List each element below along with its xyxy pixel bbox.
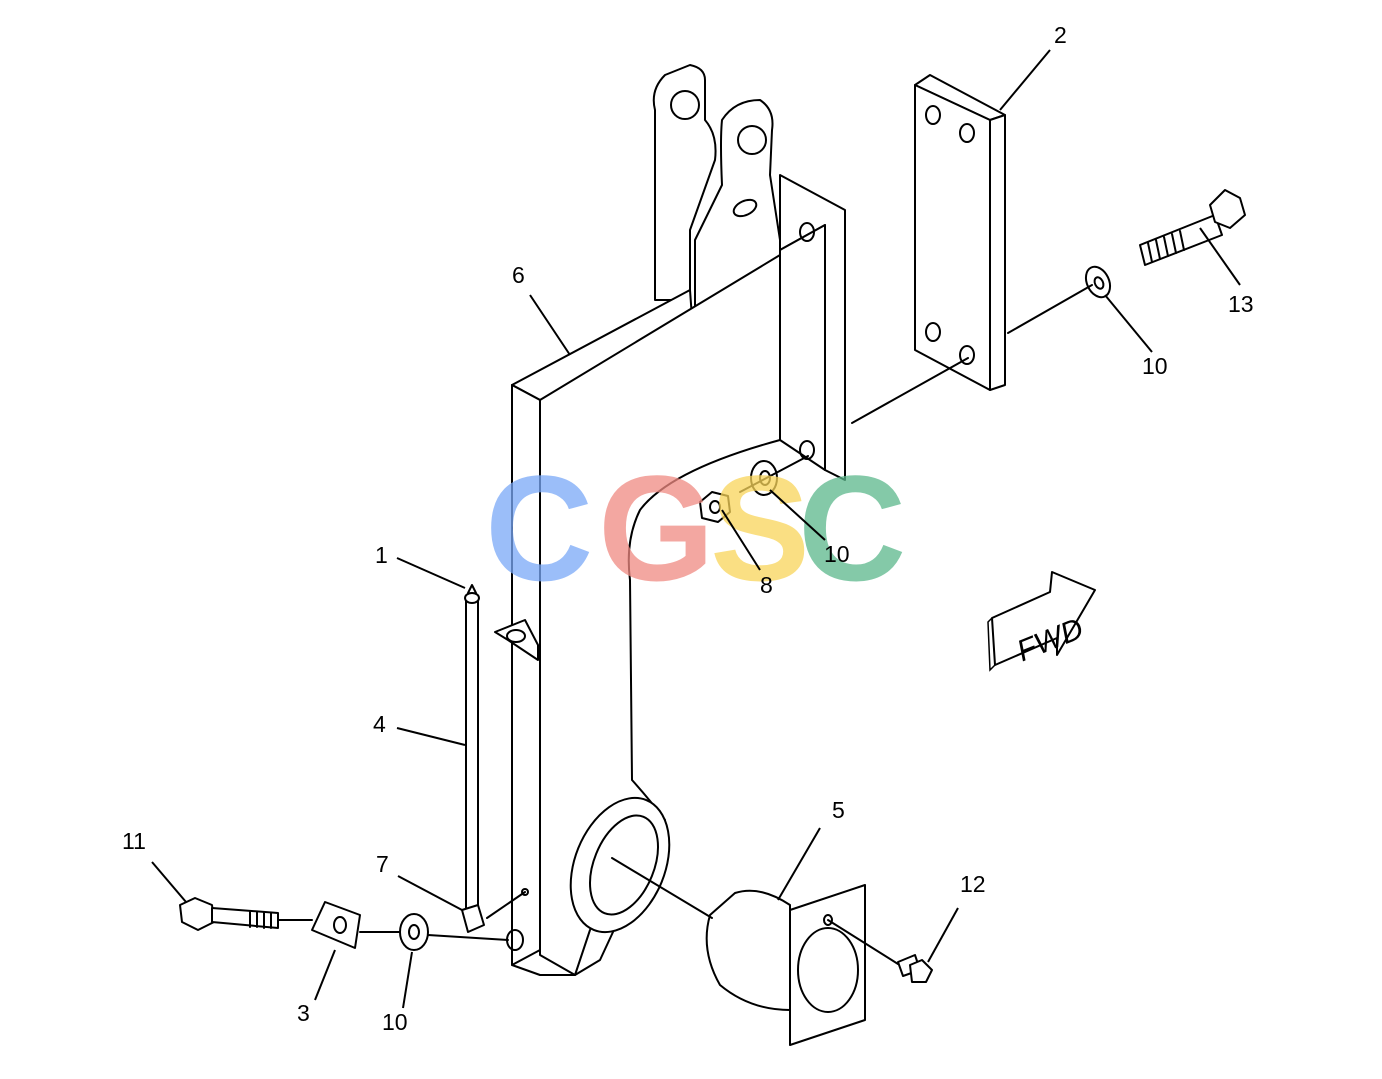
watermark-letter: S [710, 444, 810, 612]
washer-part-10-upper [1084, 265, 1112, 299]
watermark-letter: G [598, 444, 715, 612]
callout-3: 3 [297, 1000, 310, 1026]
assembly-lines [277, 284, 1093, 965]
callouts: 2 6 13 10 10 8 1 4 5 11 7 12 3 10 [122, 22, 1254, 1035]
callout-7: 7 [376, 851, 389, 877]
nut-part-8 [699, 491, 731, 523]
watermark-letter: C [798, 444, 906, 612]
callout-4: 4 [373, 711, 386, 737]
rod-part-4 [461, 584, 485, 933]
callout-2: 2 [1054, 22, 1067, 48]
bearing-part-5 [705, 884, 866, 1046]
callout-8: 8 [760, 572, 773, 598]
plate-part-2 [914, 74, 1006, 391]
forward-direction-arrow: FWD [987, 571, 1096, 672]
callout-13: 13 [1228, 291, 1254, 317]
callout-11: 11 [122, 828, 146, 854]
callout-10: 10 [824, 541, 850, 567]
bolt-part-13 [1139, 189, 1246, 266]
lever-arm-part-6 [494, 64, 846, 976]
clip-part-3 [311, 901, 361, 949]
screw-part-12 [897, 954, 933, 983]
watermark-letter: C [485, 444, 593, 612]
leader-lines [151, 49, 1241, 1009]
callout-1: 1 [375, 542, 388, 568]
bolt-part-11 [179, 897, 279, 931]
washer-part-10-middle [750, 460, 778, 496]
callout-6: 6 [512, 262, 525, 288]
watermark: C G S C [485, 444, 906, 612]
washer-part-10-lower [399, 913, 429, 951]
callout-10: 10 [382, 1009, 408, 1035]
callout-10: 10 [1142, 353, 1168, 379]
callout-5: 5 [832, 797, 845, 823]
callout-12: 12 [960, 871, 986, 897]
pin-part-7 [486, 888, 529, 919]
